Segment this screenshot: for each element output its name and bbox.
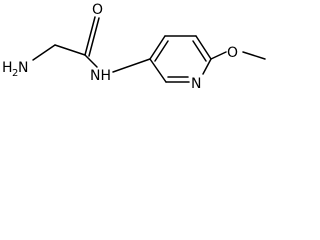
ring-nitrogen-label: N [191, 76, 201, 92]
molecule-diagram: O H 2 N NH N O [2, 2, 266, 92]
atom-label-group: O H 2 N NH N O [2, 2, 238, 92]
amide-nh-label: NH [90, 68, 111, 84]
methoxy-oxygen-label: O [227, 45, 238, 61]
bond-amine-methylene [32, 44, 56, 61]
amine-h-subscript: 2 [12, 68, 18, 79]
bond-ring-c3-c2 [195, 35, 212, 60]
bond-methylene-carbonyl [54, 44, 86, 56]
bond-group [32, 16, 266, 83]
bond-ring-c5-c4-inner [154, 40, 169, 62]
bond-carbonyl-oxygen-1 [84, 16, 96, 56]
bond-ring-c3-c2-inner [192, 40, 207, 62]
amine-n-label: N [18, 60, 28, 76]
bond-ring-c5-c4 [149, 35, 166, 60]
bond-methoxy-methyl [242, 51, 266, 60]
bond-ring-methoxy-o [210, 51, 227, 60]
bond-carbonyl-oxygen-2 [88, 17, 100, 57]
carbonyl-oxygen-label: O [92, 2, 103, 18]
amine-h-label: H [2, 60, 13, 76]
bond-carbonyl-amide-n [84, 54, 98, 68]
bond-ring-c2-n1 [202, 58, 212, 75]
structure-canvas: O H 2 N NH N O [0, 0, 286, 120]
bond-amide-n-ring [112, 58, 151, 73]
bond-ring-c6-c5 [149, 58, 167, 83]
